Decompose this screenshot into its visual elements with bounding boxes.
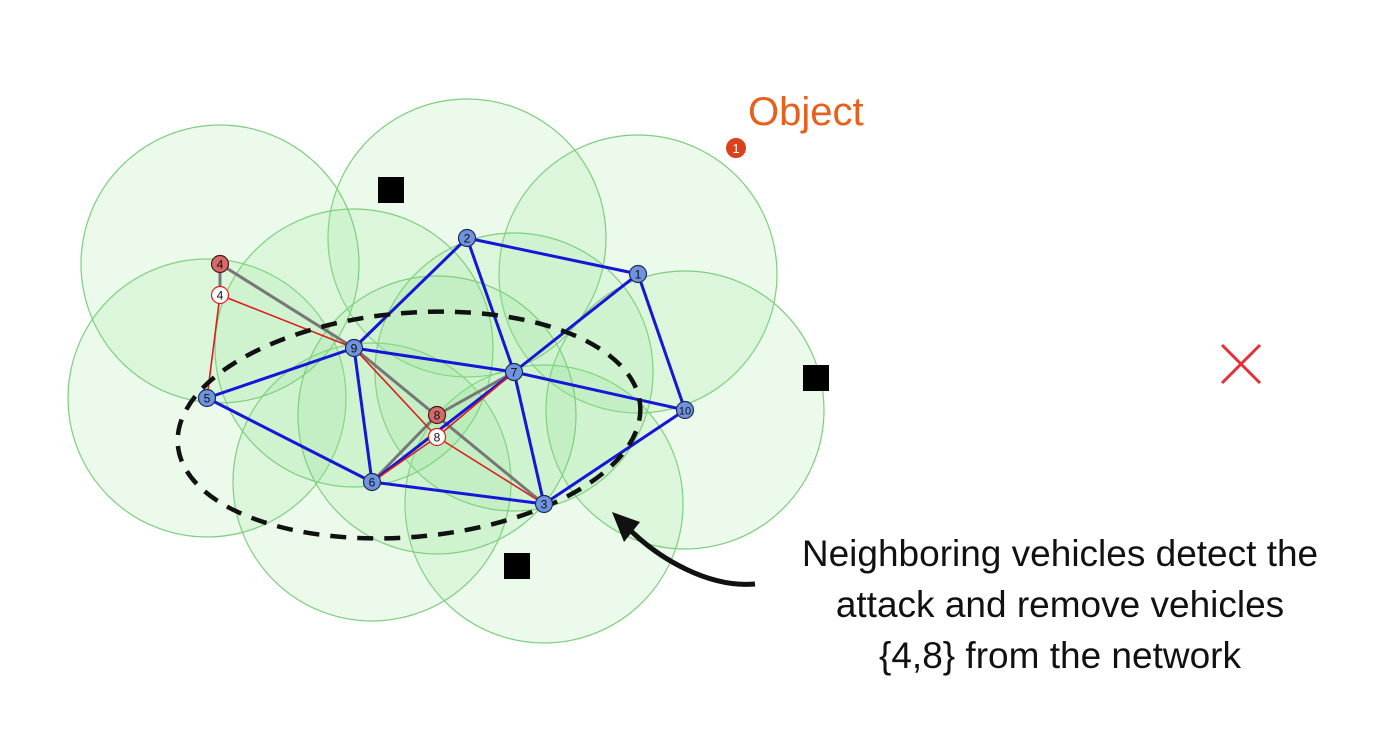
- vehicle-label-8s: 8: [434, 431, 441, 445]
- object-label: Object: [748, 90, 864, 134]
- removed-link-8-7: [435, 370, 516, 417]
- benign-link-2-1: [465, 236, 640, 276]
- coverage-areas: [67, 98, 825, 644]
- vehicle-node-3: 3: [534, 494, 554, 514]
- vehicle-label-6: 6: [369, 476, 376, 490]
- caption-line-2: attack and remove vehicles: [835, 584, 1285, 625]
- vehicle-node-5: 5: [197, 388, 217, 408]
- vehicle-label-2: 2: [464, 232, 471, 246]
- attack-link-8s-3: [436, 436, 545, 505]
- vehicles: 1 2 3 5 6 7 9 10 4 8 4 8: [197, 228, 695, 514]
- vehicle-node-10: 10: [675, 400, 695, 420]
- benign-link-9-7: [352, 346, 516, 374]
- vehicle-node-6: 6: [362, 472, 382, 492]
- benign-link-9-6: [352, 346, 374, 484]
- benign-link-5-6: [205, 396, 374, 484]
- benign-link-1-7: [512, 272, 640, 374]
- vehicle-label-10: 10: [679, 406, 691, 418]
- benign-link-6-7: [370, 370, 516, 484]
- benign-link-9-5: [205, 346, 356, 400]
- detection-ellipse: [175, 309, 643, 541]
- links: [205, 236, 687, 506]
- vehicle-node-8: 8: [427, 405, 447, 425]
- benign-link-6-3: [370, 480, 546, 506]
- obstacles: [378, 177, 829, 579]
- vehicle-node-4s: 4: [210, 285, 230, 305]
- benign-link-7-10: [512, 370, 687, 412]
- vehicle-node-7: 7: [504, 362, 524, 382]
- benign-link-2-9: [352, 236, 469, 350]
- vehicle-label-5: 5: [204, 392, 211, 406]
- vehicle-node-9: 9: [344, 338, 364, 358]
- vehicle-label-3: 3: [541, 498, 548, 512]
- caption: Neighboring vehicles detect the attack a…: [740, 528, 1380, 681]
- object-marker-label: 1: [732, 141, 739, 156]
- vehicle-label-4s: 4: [217, 289, 224, 303]
- vehicle-label-1: 1: [635, 268, 642, 282]
- attack-link-4s-9: [219, 294, 355, 349]
- vehicle-label-8: 8: [434, 409, 441, 423]
- vehicle-node-8s: 8: [427, 427, 447, 447]
- target-cross-icon: [1220, 343, 1262, 385]
- caption-line-3: {4,8} from the network: [879, 635, 1241, 676]
- vehicle-label-7: 7: [511, 366, 518, 380]
- attack-link-8s-7: [436, 371, 515, 438]
- attack-link-8s-6: [371, 436, 438, 483]
- benign-link-7-3: [512, 370, 546, 506]
- vehicle-node-1: 1: [628, 264, 648, 284]
- benign-link-3-10: [542, 408, 687, 506]
- removed-link-4-9: [218, 262, 356, 350]
- obstacle-bottom: [504, 553, 530, 579]
- benign-link-1-10: [636, 272, 687, 412]
- vehicle-node-2: 2: [457, 228, 477, 248]
- caption-arrow: [612, 512, 756, 587]
- attack-link-9-8s: [353, 347, 438, 438]
- benign-link-2-7: [465, 236, 516, 374]
- vehicle-label-9: 9: [351, 342, 358, 356]
- obstacle-top: [378, 177, 404, 203]
- object-marker: 1: [725, 137, 747, 159]
- caption-line-1: Neighboring vehicles detect the: [801, 533, 1319, 574]
- obstacle-right: [803, 365, 829, 391]
- vehicle-label-4: 4: [217, 258, 224, 272]
- vehicle-node-4: 4: [210, 254, 230, 274]
